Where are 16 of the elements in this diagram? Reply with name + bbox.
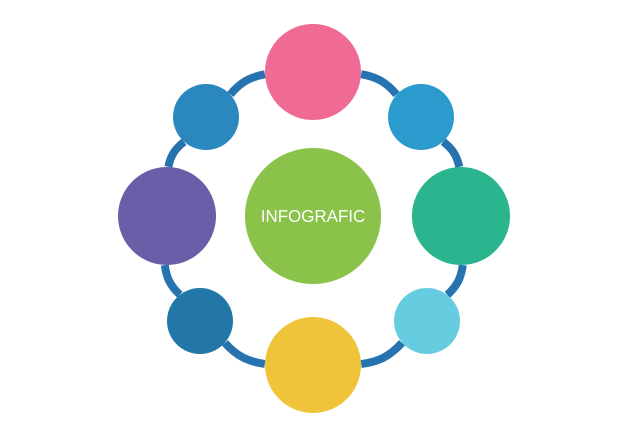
colored-circle (388, 84, 454, 150)
ring-arc (164, 138, 187, 168)
ring-arc (160, 264, 183, 298)
ring-arc (227, 70, 266, 98)
colored-circle (167, 288, 233, 354)
ring-arc (360, 340, 405, 368)
ring-arc (222, 340, 266, 368)
ring-arc (360, 70, 400, 98)
ring-arc (444, 264, 467, 298)
colored-circle (394, 288, 460, 354)
colored-circle (265, 24, 361, 120)
colored-circle (265, 316, 361, 413)
colored-circle (412, 166, 510, 265)
colored-circle (118, 166, 216, 265)
colored-circle (173, 84, 239, 150)
ring-arc (440, 138, 464, 168)
